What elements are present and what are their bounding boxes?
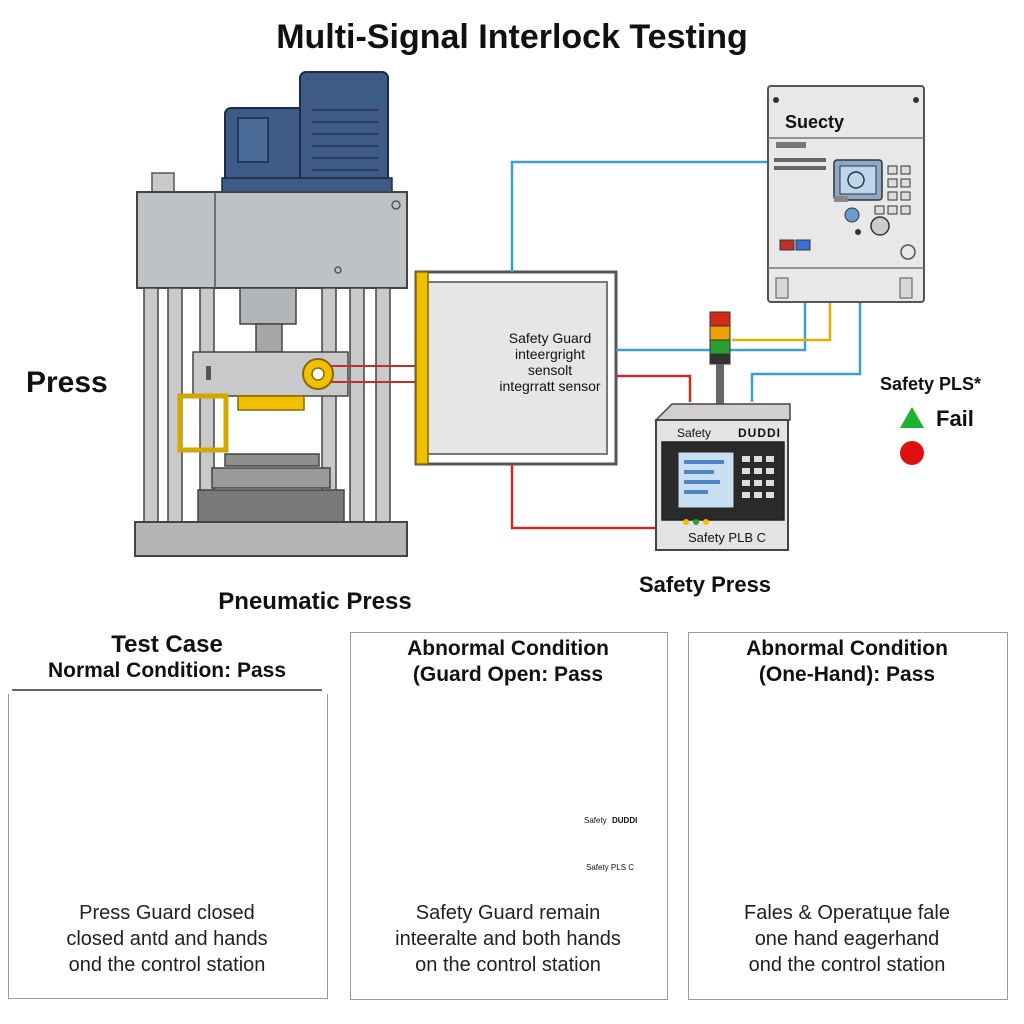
pneumatic-press-label: Pneumatic Press [218, 588, 412, 615]
panel-2-header: Abnormal Condition (Guard Open: Pass [407, 637, 609, 686]
controller-title: Suecty [785, 112, 845, 132]
motor [299, 71, 389, 191]
safety-controller [767, 85, 925, 303]
panel-3-description: Fales & Operatцue fale one hand eagerhan… [743, 902, 950, 976]
panel-3 [688, 632, 1008, 1000]
page-title: Multi-Signal Interlock Testing [276, 18, 748, 56]
plc-label-right: DUDDI [738, 426, 781, 440]
stack-light [709, 311, 731, 404]
main-press [134, 71, 408, 557]
panel-2 [350, 632, 668, 1000]
guard-sensor-text: Safety Guard inteergright sensolt integr… [499, 330, 601, 394]
mini-plc-label-bottom: Safety PLS C [586, 863, 635, 872]
mini-plc-label-right: DUDDI [612, 816, 638, 825]
mini-plc-label-left: Safety [584, 816, 607, 825]
safety-press-label: Safety Press [638, 572, 772, 597]
press-label: Press [26, 366, 108, 399]
panel-1-header: Test Case Normal Condition: Pass [47, 631, 287, 683]
status-red-dot-icon [900, 441, 924, 465]
plc-bottom-label: Safety PLB C [687, 530, 767, 545]
panel-2-description: Safety Guard remain inteeralte and both … [395, 902, 621, 976]
status-fail: Fail [936, 406, 974, 431]
panel-3-header: Abnormal Condition (One-Hand): Pass [746, 637, 948, 686]
panel-1 [8, 694, 328, 999]
status-title: Safety PLS* [880, 374, 982, 394]
plc-label-left: Safety [677, 426, 712, 440]
status-green-triangle-icon [900, 407, 924, 428]
safety-plc [654, 403, 791, 551]
panel-1-description: Press Guard closed closed antd and hands… [66, 902, 268, 976]
safety-guard [414, 270, 618, 466]
